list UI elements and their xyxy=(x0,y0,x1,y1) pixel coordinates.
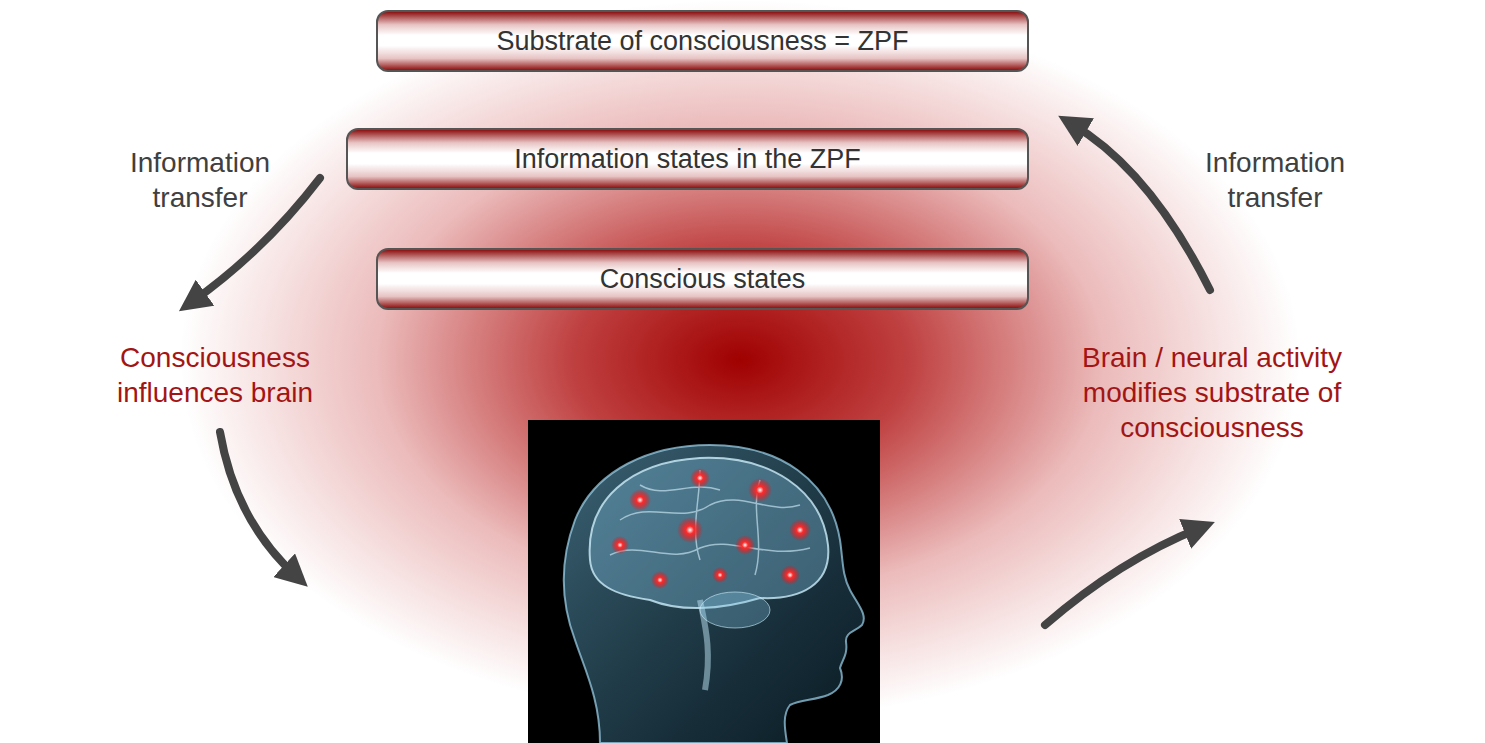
box-text: Information states in the ZPF xyxy=(514,144,861,175)
box-text: Substrate of consciousness = ZPF xyxy=(497,26,909,57)
flow-arrow xyxy=(220,432,296,576)
process-box: Conscious states xyxy=(376,248,1029,310)
process-note: Consciousness influences brain xyxy=(95,340,335,410)
process-box: Information states in the ZPF xyxy=(346,128,1029,190)
flow-label: Information transfer xyxy=(1180,145,1370,215)
process-box: Substrate of consciousness = ZPF xyxy=(376,10,1029,72)
box-text: Conscious states xyxy=(600,264,806,295)
flow-label: Information transfer xyxy=(105,145,295,215)
flow-arrow xyxy=(1072,124,1210,290)
brain-illustration xyxy=(528,420,880,743)
process-note: Brain / neural activity modifies substra… xyxy=(1062,340,1362,445)
flow-arrow xyxy=(1045,528,1200,625)
